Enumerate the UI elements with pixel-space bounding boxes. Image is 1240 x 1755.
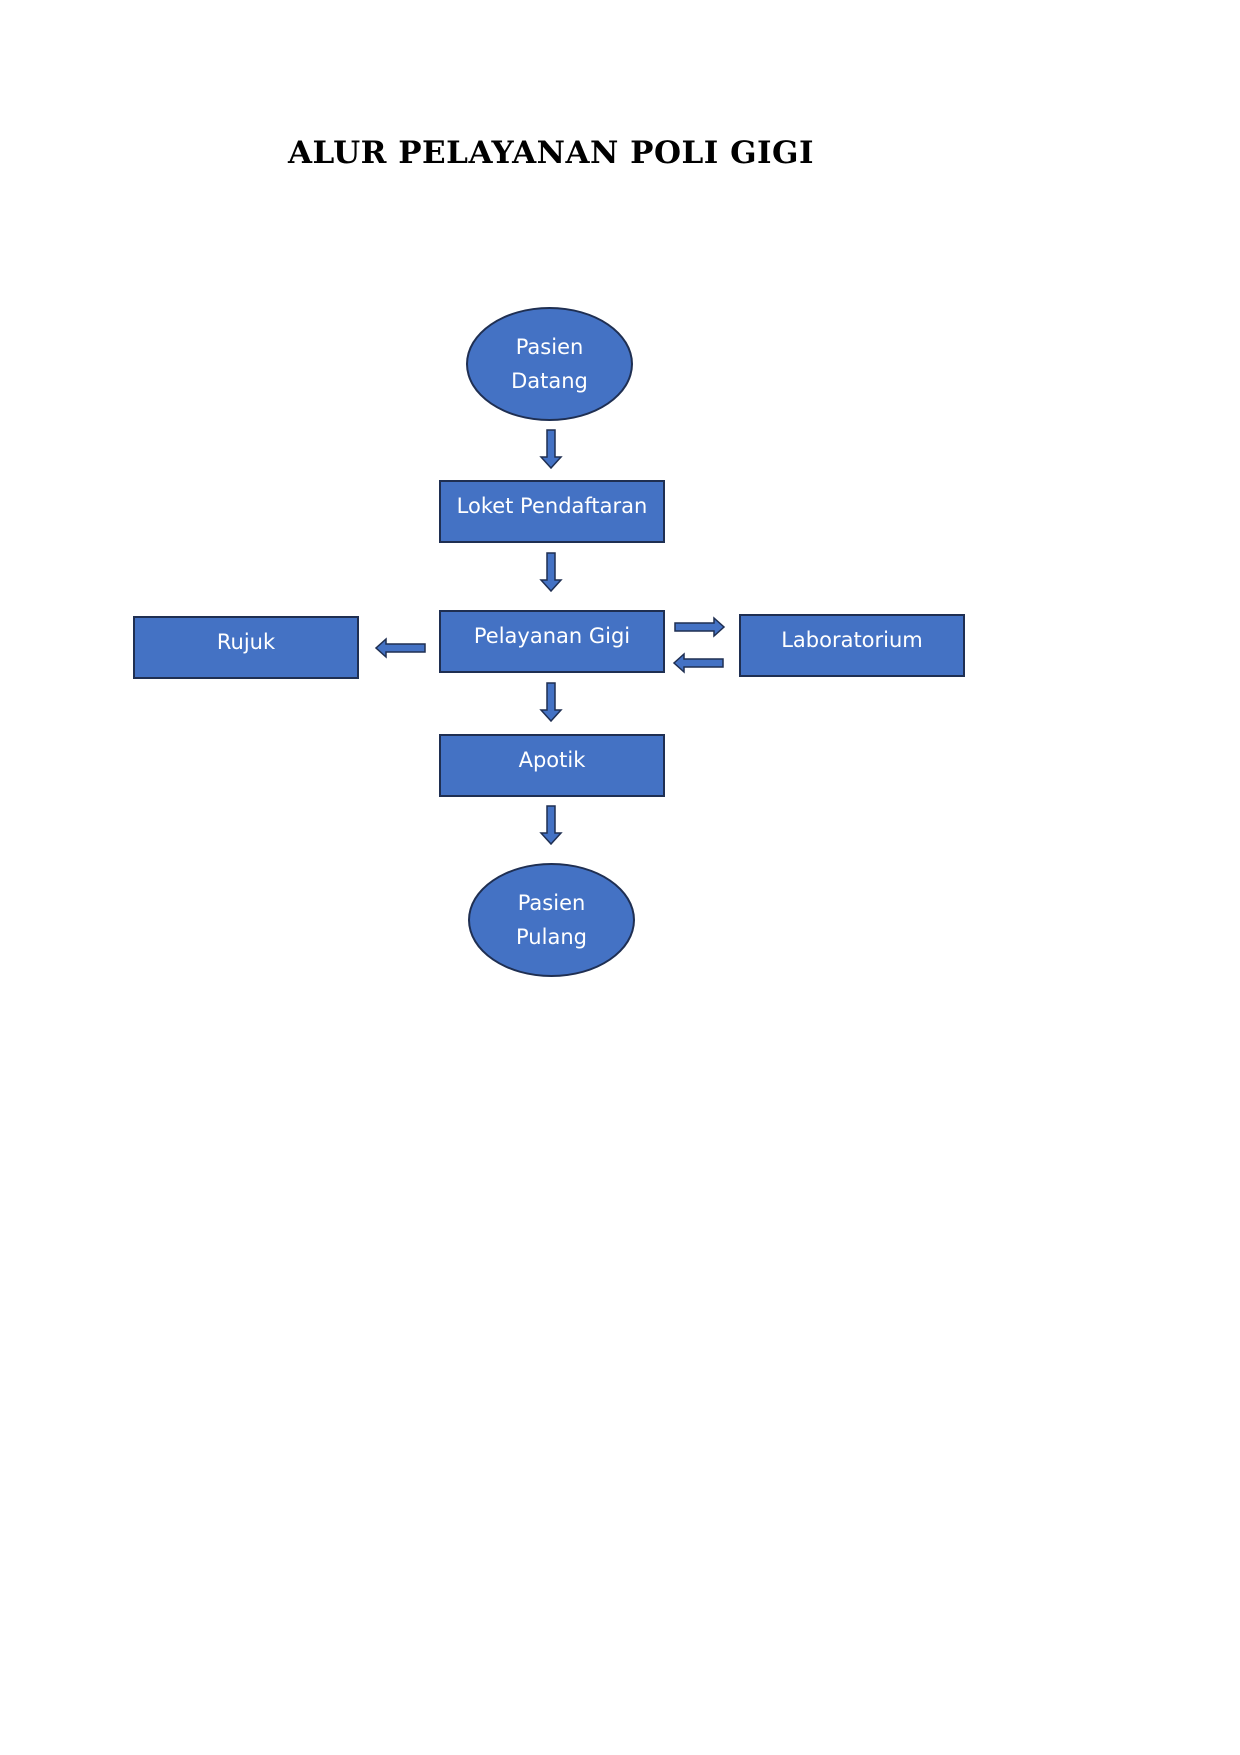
arrow-start-to-registration (539, 429, 563, 470)
arrow-pharmacy-to-end (539, 805, 563, 846)
start-node-line2: Datang (511, 369, 588, 393)
arrow-dental-service-to-pharmacy (539, 682, 563, 723)
dental-service-node: Pelayanan Gigi (439, 610, 665, 673)
end-node-pasien-pulang: Pasien Pulang (468, 863, 635, 977)
dental-service-node-label: Pelayanan Gigi (473, 624, 631, 648)
arrow-registration-to-dental-service (539, 552, 563, 593)
start-node-line1: Pasien (515, 335, 584, 359)
end-node-line1: Pasien (517, 891, 586, 915)
referral-node-label: Rujuk (216, 630, 276, 654)
arrow-dental-service-to-referral (374, 637, 426, 659)
start-node-pasien-datang: Pasien Datang (466, 307, 633, 421)
registration-node: Loket Pendaftaran (439, 480, 665, 543)
arrow-laboratory-to-dental-service (672, 652, 724, 674)
pharmacy-node-label: Apotik (518, 748, 586, 772)
end-node-line2: Pulang (516, 925, 587, 949)
registration-node-label: Loket Pendaftaran (456, 494, 648, 518)
arrow-dental-service-to-laboratory (674, 616, 726, 638)
pharmacy-node: Apotik (439, 734, 665, 797)
connector-arrows (374, 429, 726, 846)
referral-node: Rujuk (133, 616, 359, 679)
laboratory-node-label: Laboratorium (781, 628, 923, 652)
page-title: ALUR PELAYANAN POLI GIGI (287, 135, 815, 171)
laboratory-node: Laboratorium (739, 614, 965, 677)
